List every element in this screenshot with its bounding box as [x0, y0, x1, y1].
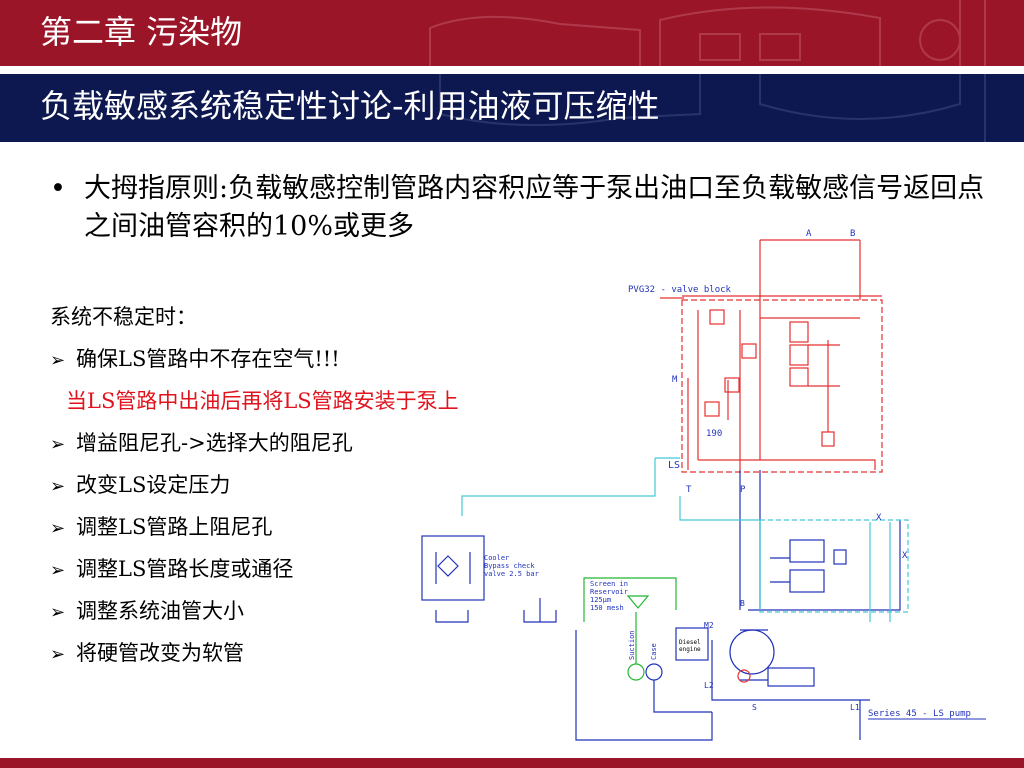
- instability-list: 系统不稳定时： ➢ 确保LS管路中不存在空气!!! 当LS管路中出油后再将LS管路…: [50, 296, 459, 674]
- port-t-label: T: [686, 485, 692, 495]
- l1-label: L1: [850, 703, 860, 712]
- l2-label: L2: [704, 681, 714, 690]
- suction-label: Suction: [628, 630, 636, 660]
- list-item: ➢ 将硬管改变为软管: [50, 632, 459, 674]
- list-item-text: 当LS管路中出油后再将LS管路安装于泵上: [66, 389, 459, 413]
- arrow-icon: ➢: [50, 476, 66, 497]
- arrow-icon: ➢: [50, 518, 66, 539]
- bullet-text: 大拇指原则:负载敏感控制管路内容积应等于泵出油口至负载敏感信号返回点之间油管容积…: [84, 173, 985, 242]
- diesel-label-2: engine: [679, 646, 701, 653]
- arrow-icon: ➢: [50, 644, 66, 665]
- arrow-icon: ➢: [50, 350, 66, 371]
- port-m-label: M: [672, 375, 678, 385]
- slide-title: 负载敏感系统稳定性讨论-利用油液可压缩性: [40, 87, 660, 125]
- rule-of-thumb-bullet: • 大拇指原则:负载敏感控制管路内容积应等于泵出油口至负载敏感信号返回点之间油管…: [50, 170, 1000, 246]
- port-a-label: A: [806, 229, 812, 239]
- case-label: Case: [650, 643, 658, 660]
- list-item: ➢ 确保LS管路中不存在空气!!!: [50, 338, 459, 380]
- ls-label: LS: [668, 460, 680, 471]
- list-item-text: 调整LS管路长度或通径: [76, 557, 294, 581]
- list-item-text: 调整LS管路上阻尼孔: [76, 515, 273, 539]
- list-heading: 系统不稳定时：: [50, 305, 197, 329]
- list-item: ➢ 调整LS管路长度或通径: [50, 548, 459, 590]
- hydraulic-schematic: A B PVG32 - valve block M 190 LS T P X X…: [421, 229, 986, 741]
- bullet-dot: •: [50, 173, 66, 204]
- screen-label-3: 125µm: [590, 596, 611, 604]
- header-separator: [0, 66, 1024, 74]
- m2-label: M2: [704, 621, 714, 630]
- list-item: ➢ 调整系统油管大小: [50, 590, 459, 632]
- screen-label-4: 150 mesh: [590, 604, 624, 612]
- arrow-icon: ➢: [50, 560, 66, 581]
- x-label-1: X: [876, 513, 882, 523]
- title-watermark: [439, 74, 986, 142]
- diesel-label-1: Diesel: [679, 639, 701, 646]
- suction-line: [583, 577, 677, 664]
- list-item: ➢ 调整LS管路上阻尼孔: [50, 506, 459, 548]
- footer-bar: [0, 758, 1024, 768]
- list-item: ➢ 改变LS设定压力: [50, 464, 459, 506]
- b-port-label: B: [740, 599, 745, 608]
- title-bar: 负载敏感系统稳定性讨论-利用油液可压缩性: [0, 74, 1024, 142]
- pressure-line: [575, 470, 901, 741]
- header-watermark: [429, 0, 986, 66]
- list-item-text: 将硬管改变为软管: [76, 641, 244, 665]
- list-item-text: 改变LS设定压力: [76, 473, 231, 497]
- list-item: ➢ 增益阻尼孔->选择大的阻尼孔: [50, 422, 459, 464]
- screen-label-2: Reservoir: [590, 588, 628, 596]
- x-label-2: X: [902, 551, 908, 561]
- cooler-label-1: Cooler: [484, 554, 509, 562]
- pump-label: Series 45 - LS pump: [868, 709, 971, 719]
- valve-block: [660, 239, 883, 473]
- list-item-highlight: 当LS管路中出油后再将LS管路安装于泵上: [50, 380, 459, 422]
- list-item-text: 调整系统油管大小: [76, 599, 244, 623]
- port-p-label: P: [740, 485, 746, 495]
- list-item-text: 确保LS管路中不存在空气!!!: [76, 347, 340, 371]
- list-item-text: 增益阻尼孔->选择大的阻尼孔: [76, 431, 353, 455]
- chapter-title: 第二章 污染物: [40, 13, 243, 51]
- screen-label-1: Screen in: [590, 580, 628, 588]
- cooler-label-3: valve 2.5 bar: [484, 570, 539, 578]
- value-190-label: 190: [706, 429, 722, 439]
- port-b-label: B: [850, 229, 855, 239]
- return-line: [421, 457, 909, 623]
- cooler-label-2: Bypass check: [484, 562, 535, 570]
- chapter-bar: 第二章 污染物: [0, 0, 1024, 66]
- arrow-icon: ➢: [50, 602, 66, 623]
- valve-block-label: PVG32 - valve block: [628, 285, 732, 295]
- s-label: S: [752, 703, 757, 712]
- arrow-icon: ➢: [50, 434, 66, 455]
